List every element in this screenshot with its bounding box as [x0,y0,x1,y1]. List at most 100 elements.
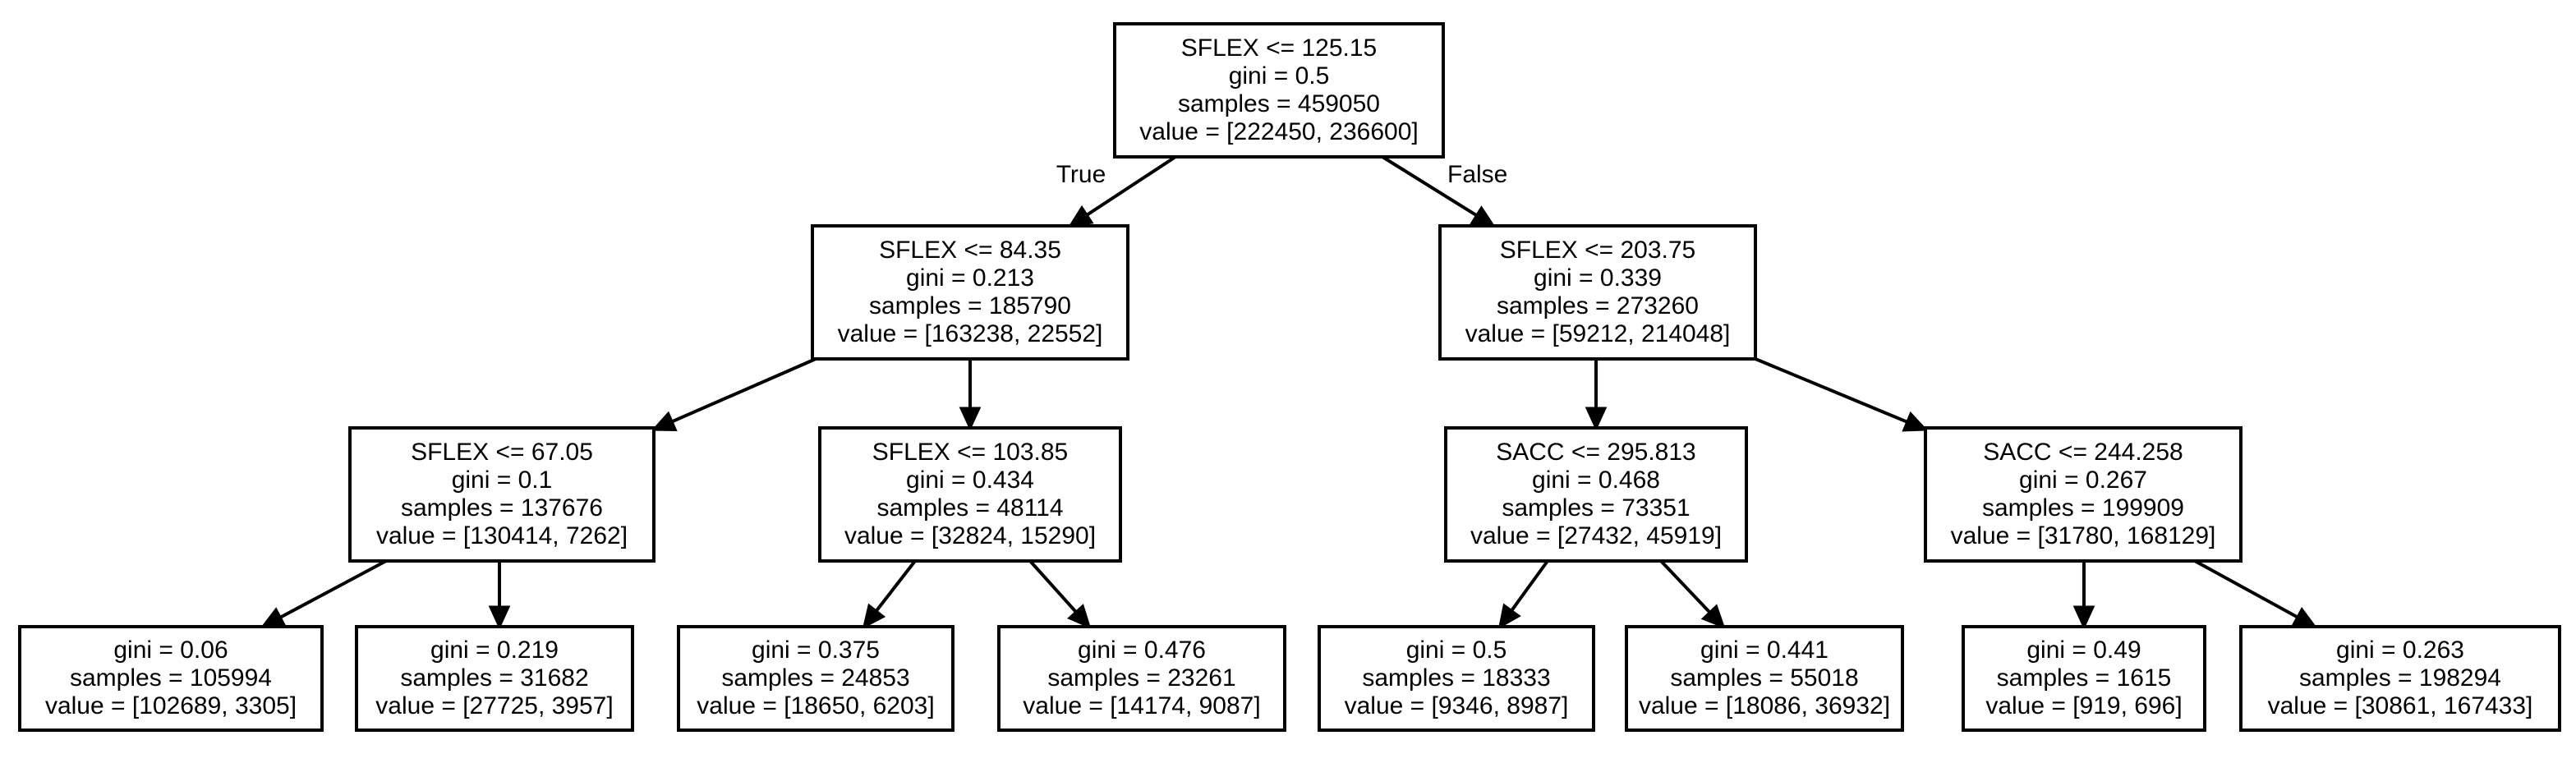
node-text-line: SACC <= 295.813 [1496,439,1696,466]
node-text-line: value = [9346, 8987] [1345,692,1569,719]
node-text-line: SFLEX <= 84.35 [879,237,1061,264]
arrowhead-icon [1470,205,1497,228]
node-text-line: samples = 198294 [2299,664,2501,692]
arrowhead-icon [959,407,982,431]
tree-edge [1755,357,1929,432]
node-text-line: value = [30861, 167433] [2268,692,2533,719]
node-box [348,426,656,563]
node-box [811,224,1129,361]
edge-line [2194,559,2298,619]
node-box [677,625,954,732]
node-text-line: gini = 0.468 [1532,467,1660,494]
node-text-line: samples = 73351 [1502,494,1690,522]
arrowhead-icon [651,411,678,432]
node-text-line: gini = 0.339 [1534,264,1662,292]
edge-line [1510,559,1549,612]
tree-edge [1659,559,1726,629]
node-text-line: gini = 0.06 [113,637,228,664]
tree-edge [1028,559,1092,629]
node-text-line: gini = 0.476 [1078,637,1206,664]
tree-edge [959,359,982,431]
node-text-line: samples = 273260 [1497,292,1699,319]
arrowhead-icon [488,605,511,630]
node-text-line: value = [31780, 168129] [1951,522,2216,549]
node-text-line: samples = 31682 [400,664,588,692]
node-box [1318,625,1595,732]
node-text-line: gini = 0.1 [452,467,553,494]
arrowhead-icon [1067,205,1094,228]
node-box [818,426,1122,563]
node-text-line: SACC <= 244.258 [1983,439,2183,466]
node-text-line: value = [32824, 15290] [844,522,1096,549]
arrowhead-icon [2072,605,2095,630]
node-box [1438,224,1757,361]
edge-line [671,357,816,424]
node-text-line: samples = 23261 [1047,664,1235,692]
node-text-line: value = [18086, 36932] [1639,692,1890,719]
arrowhead-icon [1497,603,1521,629]
node-box [1625,625,1904,732]
edge-line [1381,155,1478,218]
node-text-line: value = [130414, 7262] [376,522,628,549]
node-text-line: value = [222450, 236600] [1139,118,1418,145]
arrowhead-icon [862,603,886,629]
arrowhead-icon [1585,407,1608,431]
tree-edge [2194,559,2318,628]
tree-edge [260,559,387,628]
node-box [1444,426,1748,563]
node-text-line: value = [27725, 3957] [375,692,613,719]
arrowhead-icon [2291,607,2318,628]
tree-edge [2072,561,2095,630]
tree-edge: False [1381,155,1507,228]
node-text-line: gini = 0.219 [430,637,559,664]
node-text-line: value = [163238, 22552] [838,320,1103,347]
node-text-line: samples = 137676 [401,494,603,522]
node-box [1113,22,1445,159]
tree-edge [651,357,816,432]
edge-line [1028,559,1078,614]
tree-edge [488,561,511,630]
node-text-line: gini = 0.5 [1406,637,1507,664]
node-text-line: samples = 199909 [1982,494,2184,522]
arrowhead-icon [1902,411,1929,432]
arrowhead-icon [1067,604,1092,629]
node-text-line: value = [59212, 214048] [1465,320,1731,347]
node-box [1962,625,2206,732]
node-text-line: samples = 1615 [1997,664,2172,692]
node-box [2239,625,2561,732]
node-text-line: gini = 0.49 [2026,637,2141,664]
node-text-line: value = [14174, 9087] [1023,692,1260,719]
node-text-line: value = [102689, 3305] [45,692,297,719]
edge-label: False [1447,161,1507,188]
node-box [355,625,634,732]
node-text-line: gini = 0.434 [906,467,1034,494]
edge-line [1085,155,1177,217]
node-text-line: SFLEX <= 125.15 [1181,34,1378,62]
node-text-line: gini = 0.441 [1700,637,1828,664]
tree-edge [862,559,917,629]
node-text-line: SFLEX <= 103.85 [872,439,1069,466]
edge-line [1659,559,1711,614]
node-text-line: samples = 105994 [70,664,272,692]
node-text-line: samples = 185790 [869,292,1071,319]
edge-line [1755,357,1908,424]
node-text-line: gini = 0.213 [906,264,1034,292]
node-box [997,625,1286,732]
node-box [18,625,324,732]
node-text-line: value = [919, 696] [1985,692,2182,719]
node-text-line: samples = 48114 [876,494,1063,522]
